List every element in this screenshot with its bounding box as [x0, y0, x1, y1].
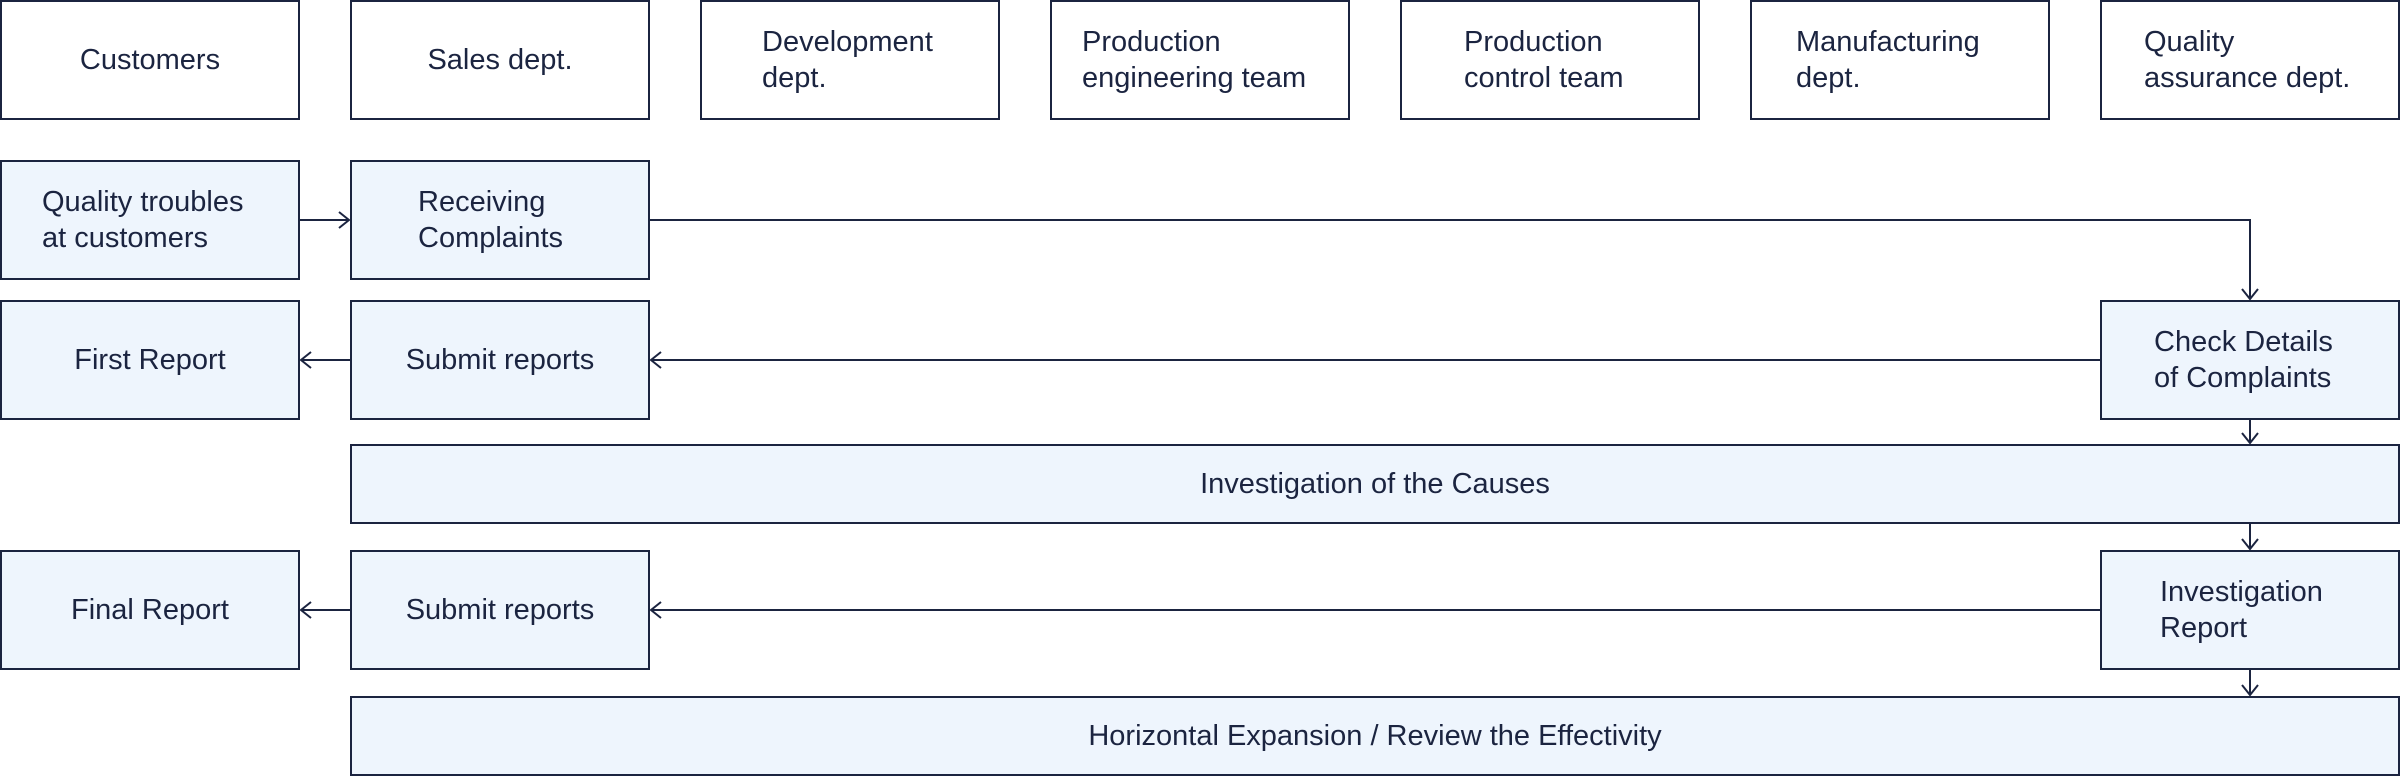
step-first-report-label: First Report	[74, 344, 226, 376]
arrow-receiving-to-check	[650, 219, 2251, 298]
step-quality-troubles-label: Quality troubles at customers	[42, 186, 244, 254]
step-investigation-causes: Investigation of the Causes	[350, 444, 2400, 524]
header-manufacturing-label: Manufacturing dept.	[1796, 26, 1980, 94]
step-investigation-report-label: Investigation Report	[2160, 576, 2323, 644]
arrowhead-check-to-submit-1	[649, 351, 662, 369]
step-submit-reports-2: Submit reports	[350, 550, 650, 670]
arrowhead-troubles-to-receiving	[338, 211, 351, 229]
step-receiving-complaints: Receiving Complaints	[350, 160, 650, 280]
step-investigation-causes-label: Investigation of the Causes	[1200, 468, 1550, 500]
header-quality-assurance-label: Quality assurance dept.	[2144, 26, 2351, 94]
step-investigation-report: Investigation Report	[2100, 550, 2400, 670]
header-customers-label: Customers	[79, 44, 221, 76]
arrowhead-report-to-expansion	[2241, 684, 2259, 697]
step-horizontal-expansion-label: Horizontal Expansion / Review the Effect…	[1088, 720, 1662, 752]
header-production-engineering-label: Production engineering team	[1082, 26, 1307, 94]
arrowhead-submit-2-to-final-report	[299, 601, 312, 619]
step-submit-reports-1: Submit reports	[350, 300, 650, 420]
step-first-report: First Report	[0, 300, 300, 420]
step-check-details-label: Check Details of Complaints	[2154, 326, 2333, 394]
header-sales-dept: Sales dept.	[350, 0, 650, 120]
header-development-dept: Development dept.	[700, 0, 1000, 120]
step-submit-reports-1-label: Submit reports	[405, 344, 595, 376]
header-production-control: Production control team	[1400, 0, 1700, 120]
header-quality-assurance: Quality assurance dept.	[2100, 0, 2400, 120]
step-horizontal-expansion: Horizontal Expansion / Review the Effect…	[350, 696, 2400, 776]
arrowhead-report-to-submit-2	[649, 601, 662, 619]
header-sales-label: Sales dept.	[427, 44, 573, 76]
step-final-report: Final Report	[0, 550, 300, 670]
arrowhead-receiving-to-check	[2241, 288, 2259, 301]
step-check-details: Check Details of Complaints	[2100, 300, 2400, 420]
step-final-report-label: Final Report	[71, 594, 229, 626]
step-quality-troubles: Quality troubles at customers	[0, 160, 300, 280]
arrowhead-investigation-to-report	[2241, 538, 2259, 551]
arrowhead-check-to-investigation	[2241, 432, 2259, 445]
header-production-control-label: Production control team	[1464, 26, 1624, 94]
step-submit-reports-2-label: Submit reports	[405, 594, 595, 626]
arrowhead-submit-1-to-first-report	[299, 351, 312, 369]
header-manufacturing-dept: Manufacturing dept.	[1750, 0, 2050, 120]
header-development-label: Development dept.	[762, 26, 933, 94]
header-customers: Customers	[0, 0, 300, 120]
step-receiving-complaints-label: Receiving Complaints	[418, 186, 564, 254]
header-production-engineering: Production engineering team	[1050, 0, 1350, 120]
